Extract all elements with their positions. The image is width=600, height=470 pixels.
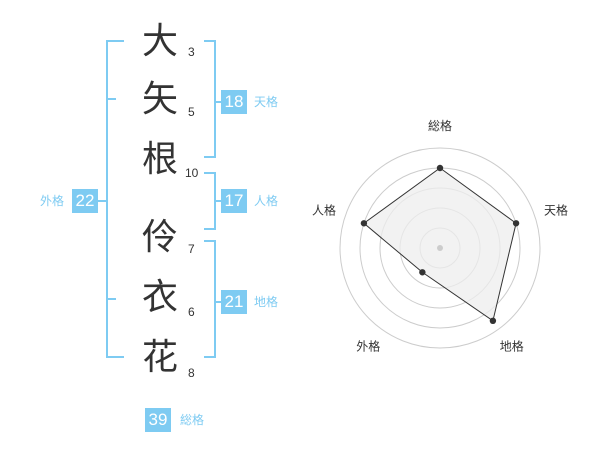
radar-point-外格 [419, 269, 426, 276]
radar-point-地格 [489, 317, 497, 325]
chikaku-label: 地格 [254, 295, 279, 309]
tenkaku-bracket [204, 40, 216, 158]
radar-point-総格 [436, 164, 444, 172]
stroke-count-3: 10 [185, 166, 199, 180]
jinkaku-bracket [204, 172, 216, 230]
gaikaku-bracket [106, 40, 124, 358]
char-1: 大 [141, 21, 178, 62]
stroke-count-4: 7 [188, 242, 195, 256]
gaikaku-bracket-tick-upper [106, 98, 116, 100]
stroke-count-2: 5 [188, 105, 195, 119]
char-4: 伶 [141, 217, 178, 258]
chikaku-bracket-tick [216, 301, 222, 303]
radar-area [363, 167, 517, 322]
soukaku-label: 総格 [180, 413, 205, 427]
radar-ring-5 [339, 147, 541, 349]
stroke-count-5: 6 [188, 305, 195, 319]
jinkaku-label: 人格 [254, 194, 279, 208]
stroke-count-1: 3 [188, 45, 195, 59]
radar-point-天格 [512, 220, 520, 227]
radar-axis-label-総格: 総格 [428, 118, 452, 133]
radar-center [437, 245, 443, 251]
jinkaku-bracket-tick [216, 200, 222, 202]
radar-axis-label-外格: 外格 [356, 339, 380, 354]
radar-point-人格 [360, 220, 368, 227]
chikaku-bracket [204, 240, 216, 358]
gaikaku-bracket-tick [96, 200, 106, 202]
soukaku-value: 39 [145, 408, 171, 432]
radar-axis-label-地格: 地格 [500, 339, 524, 354]
chikaku-value: 21 [221, 290, 247, 314]
stroke-count-6: 8 [188, 366, 195, 380]
char-6: 花 [141, 337, 178, 378]
gaikaku-value: 22 [72, 189, 98, 213]
gaikaku-label: 外格 [40, 194, 65, 208]
radar-axis-label-天格: 天格 [544, 202, 568, 217]
char-5: 衣 [141, 277, 178, 318]
tenkaku-bracket-tick [216, 101, 222, 103]
jinkaku-value: 17 [221, 189, 247, 213]
tenkaku-value: 18 [221, 90, 247, 114]
gaikaku-bracket-tick-lower [106, 298, 116, 300]
char-3: 根 [141, 139, 178, 180]
char-2: 矢 [141, 79, 178, 120]
tenkaku-label: 天格 [254, 95, 279, 109]
radar-axis-label-人格: 人格 [312, 202, 336, 217]
